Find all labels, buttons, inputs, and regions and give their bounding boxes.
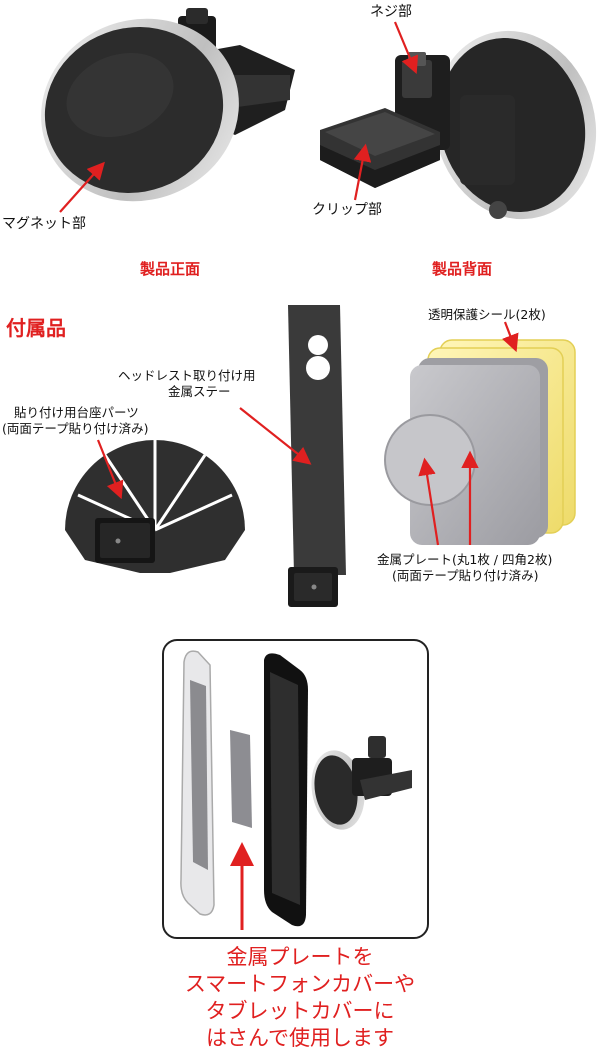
usage-text-line-2: スマートフォンカバーや (184, 972, 416, 996)
plate-label-2: (両面テープ貼り付け済み) (392, 568, 539, 583)
stay-label-2: 金属ステー (168, 384, 231, 399)
accessories-title: 付属品 (6, 316, 66, 340)
usage-text: 金属プレートを スマートフォンカバーや タブレットカバーに はさんで使用します (0, 944, 600, 1052)
base-parts-label-1: 貼り付け用台座パーツ (14, 405, 139, 420)
front-caption: 製品正面 (140, 260, 201, 278)
usage-text-line-3: タブレットカバーに (205, 999, 395, 1023)
usage-text-line-4: はさんで使用します (206, 1026, 394, 1050)
plate-label-1: 金属プレート(丸1枚 / 四角2枚) (377, 552, 553, 567)
product-front-image (41, 8, 295, 202)
back-caption: 製品背面 (432, 260, 493, 278)
stay-label-1: ヘッドレスト取り付け用 (118, 368, 256, 383)
seal-label: 透明保護シール(2枚) (428, 307, 546, 322)
base-parts-label-2: (両面テープ貼り付け済み) (2, 421, 149, 436)
metal-stay-image (288, 305, 346, 607)
usage-text-line-1: 金属プレートを (226, 945, 374, 969)
screw-part-label: ネジ部 (370, 4, 412, 20)
plates-seals-image (384, 339, 576, 545)
clip-part-label: クリップ部 (312, 202, 382, 218)
magnet-part-label: マグネット部 (2, 216, 86, 232)
usage-image (180, 650, 412, 930)
label-arrows (59, 21, 519, 546)
adhesive-base-image (65, 440, 245, 573)
